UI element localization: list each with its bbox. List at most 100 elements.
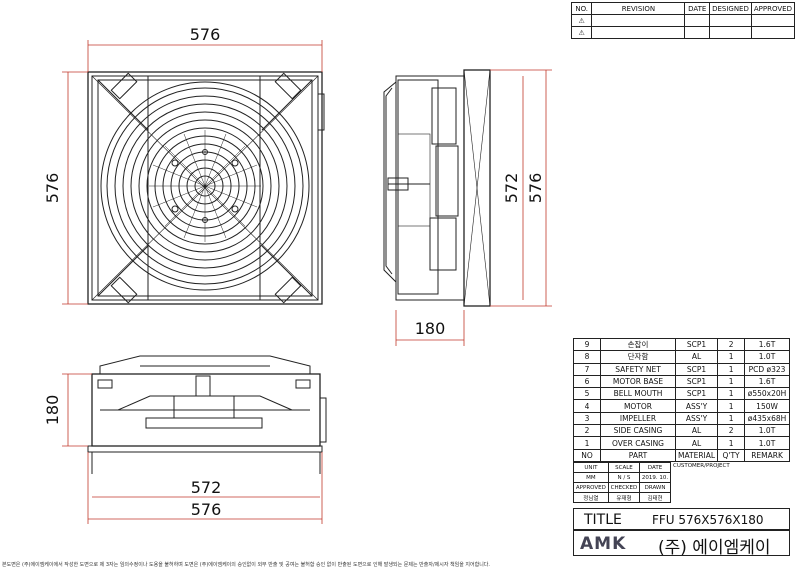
bottom-outer-width-dimension <box>87 452 323 524</box>
revision-row-cell <box>684 26 711 39</box>
revision-table: NO. REVISION DATE DESIGNED APPROVED ⚠ ⚠ <box>570 2 795 39</box>
front-width-dimension <box>87 40 323 72</box>
customer-project-label: CUSTOMER/PROJECT <box>673 463 730 469</box>
company-box: AMK (주) 에이엠케이 <box>573 530 790 558</box>
title-block: UNIT SCALE DATE MM N / S 2019. 10. APPRO… <box>573 462 790 558</box>
part-name: MOTOR <box>600 399 676 413</box>
company-logo: AMK <box>580 534 627 554</box>
drawn-name: 김태현 <box>639 492 671 503</box>
part-remark: 150W <box>744 399 790 413</box>
bottom-height-dimension <box>62 373 92 447</box>
part-no: 7 <box>573 362 601 376</box>
front-height-dimension <box>62 71 88 305</box>
part-remark: 1.0T <box>744 436 790 450</box>
revision-header-no: NO. <box>570 2 593 15</box>
revision-row-no: ⚠ <box>570 26 593 39</box>
part-remark: PCD ø323 <box>744 362 790 376</box>
part-qty: 1 <box>717 411 746 426</box>
revision-row-cell <box>709 26 752 39</box>
part-name: MOTOR BASE <box>600 374 676 389</box>
scale-label: SCALE <box>607 462 641 473</box>
part-remark: 1.6T <box>744 374 790 389</box>
parts-list-table: 9 손잡이 SCP1 2 1.6T 8 단자함 AL 1 1.0T 7 SAFE… <box>573 337 790 462</box>
unit-label: UNIT <box>573 462 609 473</box>
part-no: 3 <box>573 411 601 426</box>
part-material: ASS'Y <box>674 399 719 413</box>
footer-note: 본도면은 (주)에이엠케이에서 작성한 도면으로 제 3자는 임의수정이나 도용… <box>2 562 490 568</box>
parts-row: 7 SAFETY NET SCP1 1 PCD ø323 <box>573 362 790 376</box>
approved-name: 정님열 <box>573 492 609 503</box>
drawn-label: DRAWN <box>639 482 671 493</box>
part-qty: 1 <box>717 387 746 401</box>
front-width-label: 576 <box>190 25 221 44</box>
parts-row: 1 OVER CASING AL 1 1.0T <box>573 436 790 450</box>
parts-header-qty: Q'TY <box>717 448 746 462</box>
part-no: 8 <box>573 350 601 364</box>
part-no: 6 <box>573 374 601 389</box>
parts-header-material: MATERIAL <box>674 448 719 462</box>
part-no: 1 <box>573 436 601 450</box>
part-name: 단자함 <box>600 350 676 364</box>
parts-header-remark: REMARK <box>744 448 790 462</box>
title-box: TITLE FFU 576X576X180 <box>573 508 790 530</box>
part-material: SCP1 <box>674 362 719 376</box>
part-qty: 2 <box>717 424 746 438</box>
date-label: DATE <box>639 462 671 473</box>
parts-row: 2 SIDE CASING AL 2 1.0T <box>573 424 790 438</box>
side-outer-height-dimension <box>490 69 552 307</box>
part-qty: 2 <box>717 337 746 352</box>
part-no: 2 <box>573 424 601 438</box>
part-no: 9 <box>573 337 601 352</box>
side-inner-height-label: 572 <box>502 173 521 204</box>
parts-row: 5 BELL MOUTH SCP1 1 ø550x20H <box>573 387 790 401</box>
title-info-table: UNIT SCALE DATE MM N / S 2019. 10. APPRO… <box>573 462 671 503</box>
part-material: SCP1 <box>674 374 719 389</box>
revision-header-revision: REVISION <box>591 2 686 15</box>
date-value: 2019. 10. <box>639 472 671 483</box>
part-material: SCP1 <box>674 387 719 401</box>
scale-value: N / S <box>607 472 641 483</box>
parts-row: 6 MOTOR BASE SCP1 1 1.6T <box>573 374 790 389</box>
part-material: AL <box>674 424 719 438</box>
front-height-label: 576 <box>43 173 62 204</box>
revision-row-cell <box>750 26 795 39</box>
part-material: SCP1 <box>674 337 719 352</box>
side-view <box>383 69 552 346</box>
parts-header-part: PART <box>600 448 676 462</box>
bottom-view <box>62 355 327 524</box>
title-value: FFU 576X576X180 <box>652 513 764 527</box>
part-qty: 1 <box>717 362 746 376</box>
safety-net-spokes <box>149 130 261 242</box>
bottom-height-label: 180 <box>43 395 62 426</box>
revision-header-designed: DESIGNED <box>709 2 752 15</box>
revision-header-approved: APPROVED <box>750 2 795 15</box>
parts-row: 8 단자함 AL 1 1.0T <box>573 350 790 364</box>
side-depth-dimension <box>395 310 465 346</box>
part-material: ASS'Y <box>674 411 719 426</box>
bottom-outer-width-label: 576 <box>191 500 222 519</box>
part-qty: 1 <box>717 350 746 364</box>
revision-row-cell <box>684 14 711 27</box>
part-material: AL <box>674 436 719 450</box>
parts-row: 9 손잡이 SCP1 2 1.6T <box>573 337 790 352</box>
parts-row: 4 MOTOR ASS'Y 1 150W <box>573 399 790 413</box>
part-name: SAFETY NET <box>600 362 676 376</box>
part-remark: 1.0T <box>744 424 790 438</box>
motor-bolts <box>171 149 239 223</box>
part-remark: 1.6T <box>744 337 790 352</box>
part-no: 4 <box>573 399 601 413</box>
revision-row-cell <box>709 14 752 27</box>
part-remark: ø435x68H <box>744 411 790 426</box>
approved-label: APPROVED <box>573 482 609 493</box>
company-name: (주) 에이엠케이 <box>658 538 771 558</box>
front-view <box>62 40 325 305</box>
part-qty: 1 <box>717 436 746 450</box>
revision-row-cell <box>750 14 795 27</box>
part-name: OVER CASING <box>600 436 676 450</box>
part-no: 5 <box>573 387 601 401</box>
side-depth-label: 180 <box>415 319 446 338</box>
parts-header-row: NO PART MATERIAL Q'TY REMARK <box>573 448 790 462</box>
part-name: 손잡이 <box>600 337 676 352</box>
revision-header-date: DATE <box>684 2 711 15</box>
